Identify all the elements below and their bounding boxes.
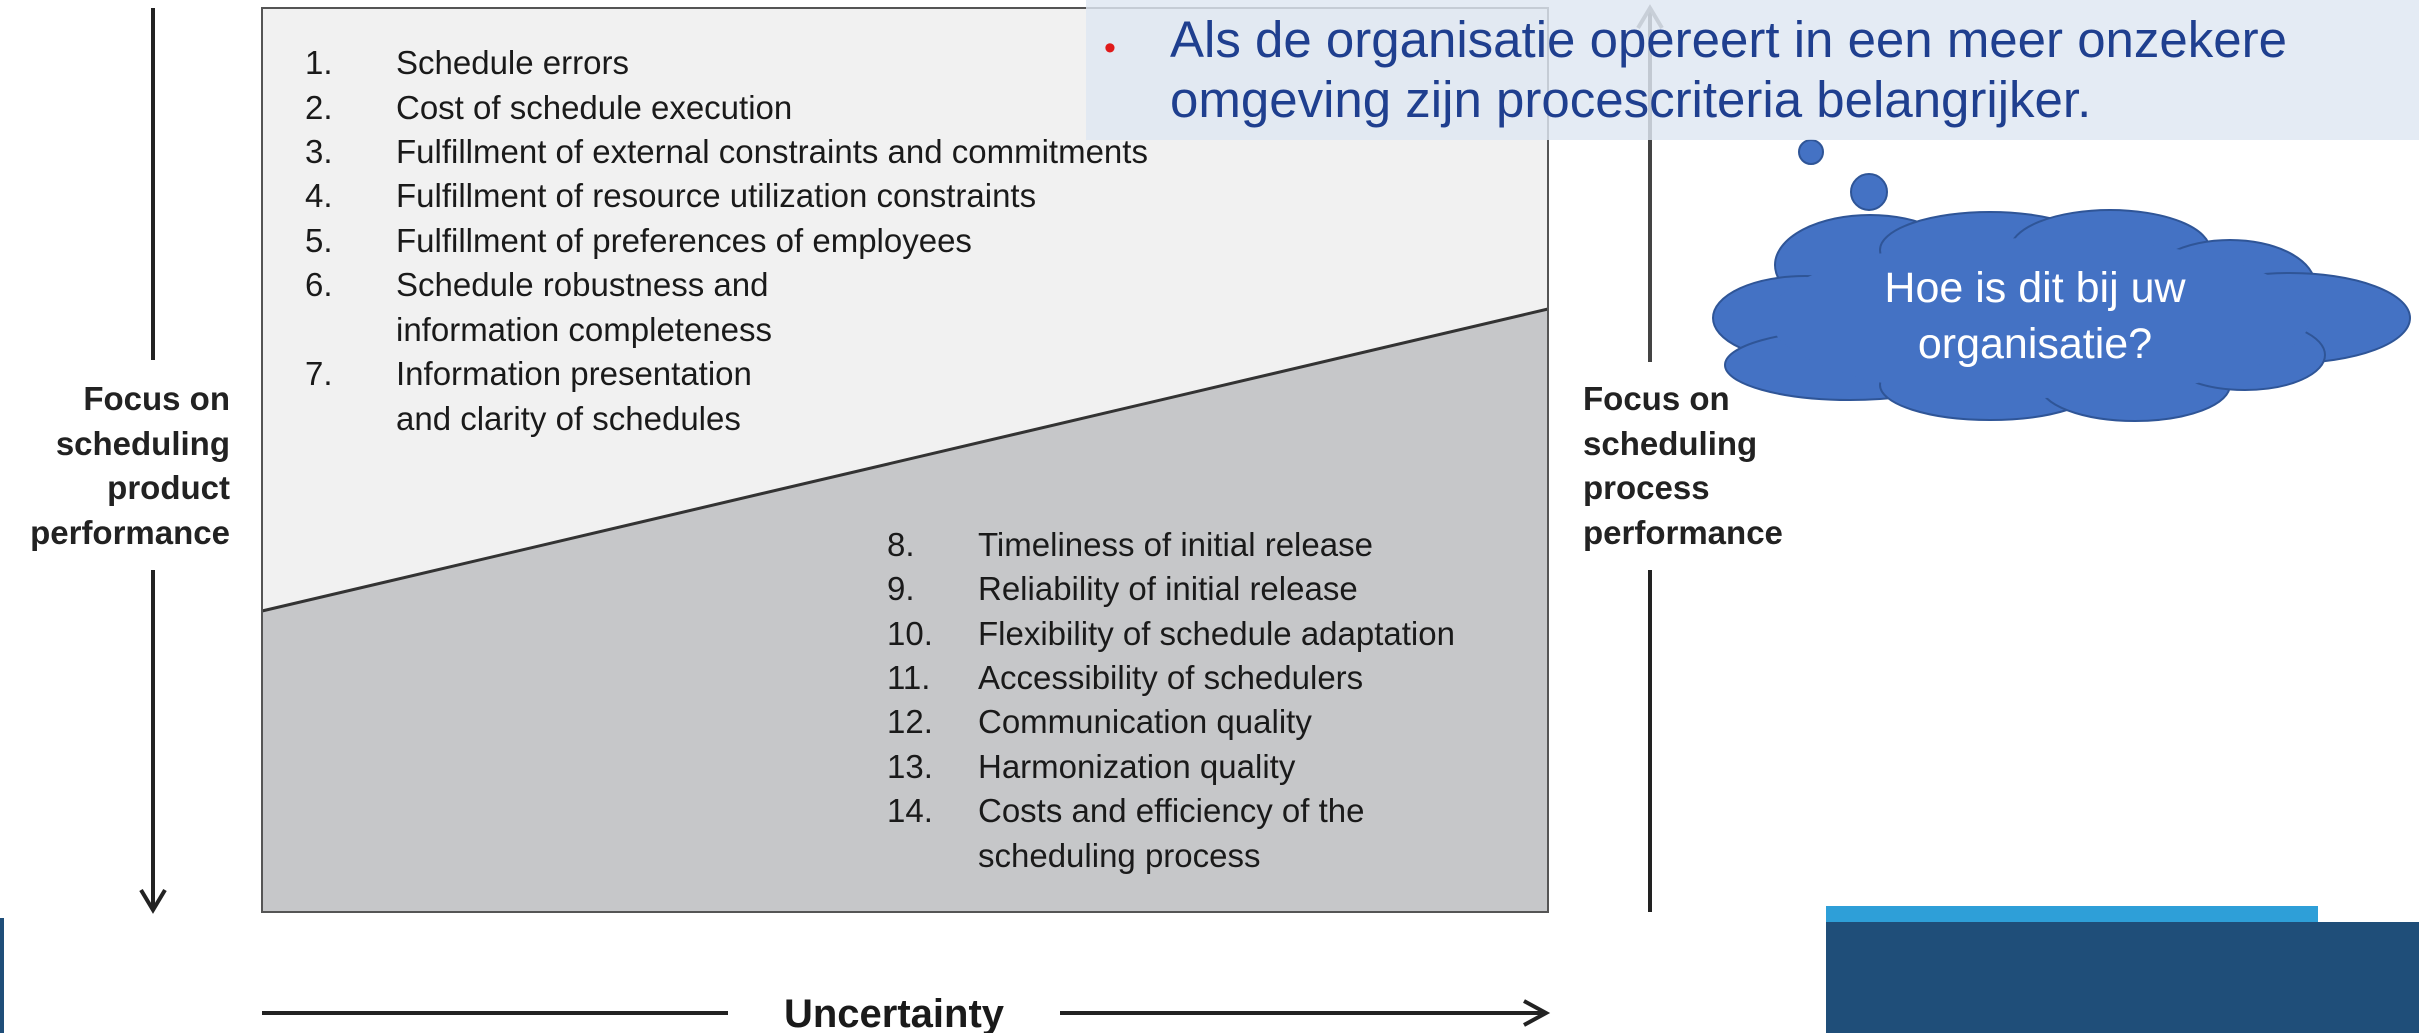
cloud-text-line: organisatie?: [1917, 320, 2153, 368]
left-focus-label: Focus on scheduling product performance: [30, 380, 230, 551]
list-item-text: Harmonization quality: [978, 748, 1296, 785]
list-item-number: 5.: [305, 222, 333, 259]
right-label-line: Focus on: [1583, 380, 1730, 417]
right-label-line: process: [1583, 469, 1710, 506]
cloud-text-line: Hoe is dit bij uw: [1884, 264, 2186, 312]
left-arrow-head: [139, 888, 167, 914]
uncertainty-label: Uncertainty: [784, 992, 1005, 1033]
list-item-number: 1.: [305, 44, 333, 81]
product-criteria-list: 1. Schedule errors 2. Cost of schedule e…: [305, 44, 1148, 437]
list-item-text: Reliability of initial release: [978, 570, 1358, 607]
list-item-text: Fulfillment of resource utilization cons…: [396, 177, 1036, 214]
footer-block: [1826, 922, 2419, 1033]
right-label-line: performance: [1583, 514, 1783, 551]
cloud-text: Hoe is dit bij uw organisatie?: [1760, 260, 2310, 372]
list-item-number: 11.: [887, 659, 930, 696]
process-criteria-list: 8. Timeliness of initial release 9. Reli…: [887, 526, 1455, 874]
list-item-text: Cost of schedule execution: [396, 89, 792, 126]
callout-line: Als de organisatie opereert in een meer …: [1170, 11, 2287, 68]
list-item-text: and clarity of schedules: [396, 400, 741, 437]
left-label-line: performance: [30, 514, 230, 551]
right-focus-label: Focus on scheduling process performance: [1583, 380, 1783, 551]
list-item-text: Timeliness of initial release: [978, 526, 1373, 563]
list-item-text: Accessibility of schedulers: [978, 659, 1363, 696]
thought-cloud: [1712, 139, 2411, 422]
list-item-text: information completeness: [396, 311, 772, 348]
list-item-number: 2.: [305, 89, 333, 126]
list-item-text: Schedule errors: [396, 44, 629, 81]
thought-bubble-medium: [1850, 173, 1888, 211]
list-item-number: 10.: [887, 615, 933, 652]
list-item-text: scheduling process: [978, 837, 1261, 874]
bottom-arrow-head: [1523, 999, 1551, 1027]
list-item-text: Fulfillment of preferences of employees: [396, 222, 972, 259]
list-item-text: Costs and efficiency of the: [978, 792, 1364, 829]
list-item-number: 9.: [887, 570, 915, 607]
list-item-text: Communication quality: [978, 703, 1312, 740]
accent-bar: [1826, 906, 2318, 922]
callout-line: omgeving zijn procescriteria belangrijke…: [1170, 71, 2092, 128]
bullet-icon: •: [1104, 29, 1116, 67]
process-region: [262, 309, 1548, 912]
list-item-number: 12.: [887, 703, 933, 740]
list-item-number: 8.: [887, 526, 915, 563]
list-item-number: 13.: [887, 748, 933, 785]
list-item-text: Schedule robustness and: [396, 266, 768, 303]
divider-line: [261, 307, 1549, 613]
left-edge-strip: [0, 918, 4, 1033]
list-item-text: Fulfillment of external constraints and …: [396, 133, 1148, 170]
list-item-number: 14.: [887, 792, 933, 829]
list-item-number: 4.: [305, 177, 333, 214]
list-item-text: Flexibility of schedule adaptation: [978, 615, 1455, 652]
thought-bubble-small: [1798, 139, 1824, 165]
list-item-text: Information presentation: [396, 355, 752, 392]
product-region: [262, 8, 1548, 611]
right-label-line: scheduling: [1583, 425, 1757, 462]
left-label-line: product: [107, 469, 230, 506]
diagram-frame: [261, 7, 1549, 913]
left-label-line: scheduling: [56, 425, 230, 462]
list-item-number: 3.: [305, 133, 333, 170]
list-item-number: 6.: [305, 266, 333, 303]
list-item-number: 7.: [305, 355, 333, 392]
callout-box: • Als de organisatie opereert in een mee…: [1086, 0, 2419, 140]
cloud-body: [1770, 238, 2310, 398]
left-label-line: Focus on: [83, 380, 230, 417]
